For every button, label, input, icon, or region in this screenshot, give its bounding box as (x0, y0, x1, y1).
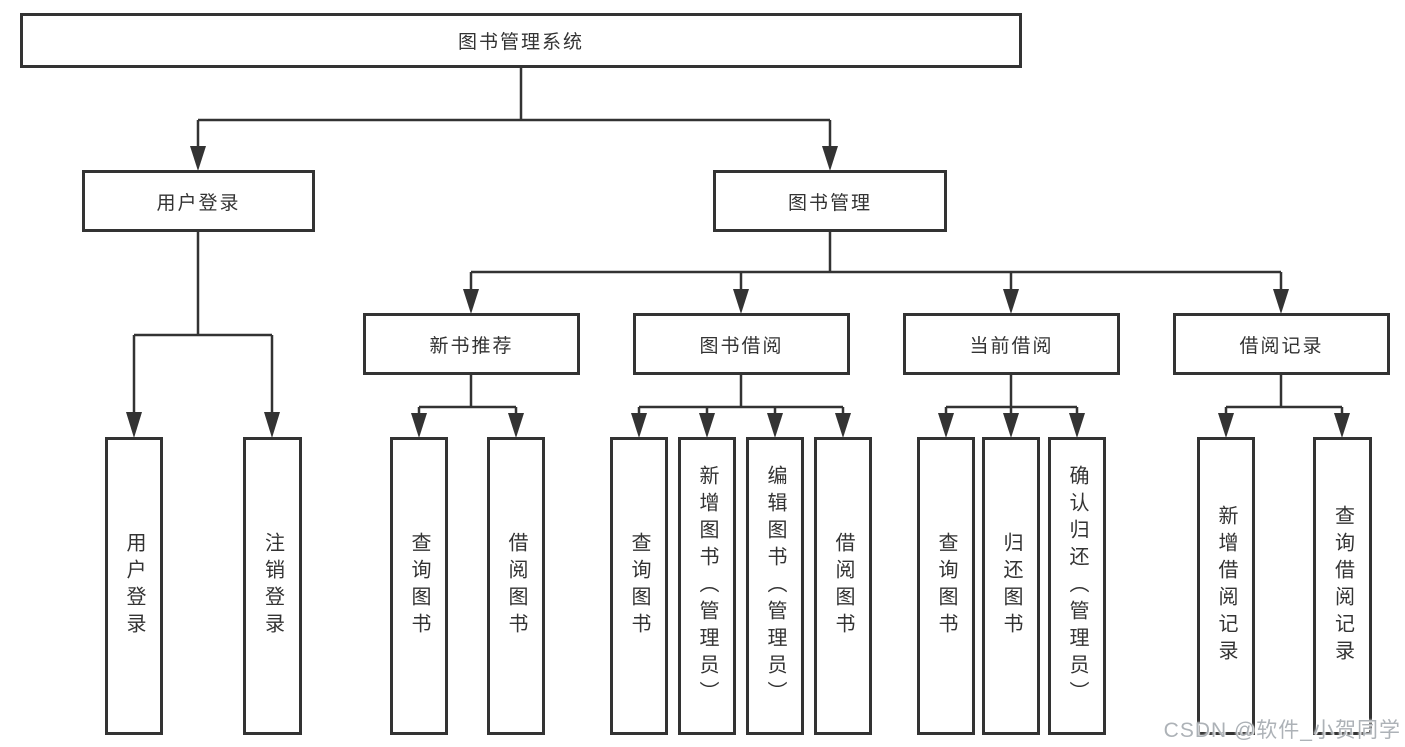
leaf-current-query-book: 查询图书 (917, 437, 975, 735)
node-user-login: 用户登录 (82, 170, 315, 232)
node-borrow-record: 借阅记录 (1173, 313, 1390, 375)
leaf-logout: 注销登录 (243, 437, 302, 735)
connector-user-login-to-leaves (132, 232, 274, 413)
arrowhead-icon (631, 413, 647, 438)
arrowhead-icon (1003, 413, 1019, 438)
leaf-current-return-book: 归还图书 (982, 437, 1040, 735)
leaf-record-query-label: 查询借阅记录 (1331, 505, 1354, 667)
connector-borrow-record-to-leaves (1224, 375, 1344, 414)
leaf-borrow-edit-book-label: 编辑图书（管理员） (764, 464, 786, 708)
connector-book-management-to-level2 (469, 232, 1283, 290)
arrowhead-icon (1003, 289, 1019, 314)
node-new-book-recommend: 新书推荐 (363, 313, 580, 375)
leaf-recommend-query-book: 查询图书 (390, 437, 448, 735)
node-book-management: 图书管理 (713, 170, 947, 232)
leaf-current-query-book-label: 查询图书 (935, 532, 957, 640)
node-current-borrow-label: 当前借阅 (969, 335, 1054, 357)
arrowhead-icon (938, 413, 954, 438)
node-current-borrow: 当前借阅 (903, 313, 1120, 375)
node-book-borrow-label: 图书借阅 (699, 335, 784, 357)
node-book-borrow: 图书借阅 (633, 313, 850, 375)
leaf-borrow-edit-book: 编辑图书（管理员） (746, 437, 804, 735)
node-root: 图书管理系统 (20, 13, 1022, 68)
watermark: CSDN @软件_小贺同学 (1163, 719, 1401, 742)
leaf-current-return-book-label: 归还图书 (1000, 532, 1022, 640)
node-root-label: 图书管理系统 (457, 32, 584, 53)
connector-new-book-recommend-to-leaves (417, 375, 518, 414)
leaf-record-query: 查询借阅记录 (1313, 437, 1372, 735)
arrowhead-icon (835, 413, 851, 438)
node-user-login-label: 用户登录 (156, 192, 241, 214)
arrowhead-icon (126, 412, 142, 438)
leaf-current-confirm-return: 确认归还（管理员） (1048, 437, 1106, 735)
leaf-logout-label: 注销登录 (261, 532, 284, 640)
leaf-borrow-borrow-book: 借阅图书 (814, 437, 872, 735)
leaf-borrow-add-book: 新增图书（管理员） (678, 437, 736, 735)
leaf-login-label: 用户登录 (123, 532, 145, 640)
arrowhead-icon (508, 413, 524, 438)
connector-book-borrow-to-leaves (637, 375, 845, 414)
connector-root-to-level1 (196, 68, 832, 147)
arrowhead-icon (699, 413, 715, 438)
arrowhead-icon (463, 289, 479, 314)
arrowhead-icon (822, 146, 838, 171)
leaf-borrow-borrow-book-label: 借阅图书 (832, 532, 854, 640)
leaf-borrow-query-book: 查询图书 (610, 437, 668, 735)
leaf-recommend-query-book-label: 查询图书 (408, 532, 430, 640)
connector-current-borrow-to-leaves (944, 375, 1079, 414)
arrowhead-icon (411, 413, 427, 438)
leaf-login: 用户登录 (105, 437, 163, 735)
node-borrow-record-label: 借阅记录 (1239, 335, 1324, 357)
arrowhead-icon (733, 289, 749, 314)
arrowhead-icon (1334, 413, 1350, 438)
arrowhead-icon (1273, 289, 1289, 314)
arrowhead-icon (1069, 413, 1085, 438)
arrowhead-icon (264, 412, 280, 438)
node-book-management-label: 图书管理 (787, 192, 872, 214)
leaf-borrow-add-book-label: 新增图书（管理员） (696, 464, 718, 708)
leaf-recommend-borrow-book: 借阅图书 (487, 437, 545, 735)
arrowhead-icon (190, 146, 206, 171)
leaf-recommend-borrow-book-label: 借阅图书 (505, 532, 527, 640)
node-new-book-recommend-label: 新书推荐 (429, 335, 514, 357)
arrowhead-icon (1218, 413, 1234, 438)
leaf-record-add-label: 新增借阅记录 (1215, 505, 1237, 667)
leaf-borrow-query-book-label: 查询图书 (628, 532, 650, 640)
arrowhead-icon (767, 413, 783, 438)
leaf-current-confirm-return-label: 确认归还（管理员） (1066, 464, 1088, 708)
leaf-record-add: 新增借阅记录 (1197, 437, 1255, 735)
